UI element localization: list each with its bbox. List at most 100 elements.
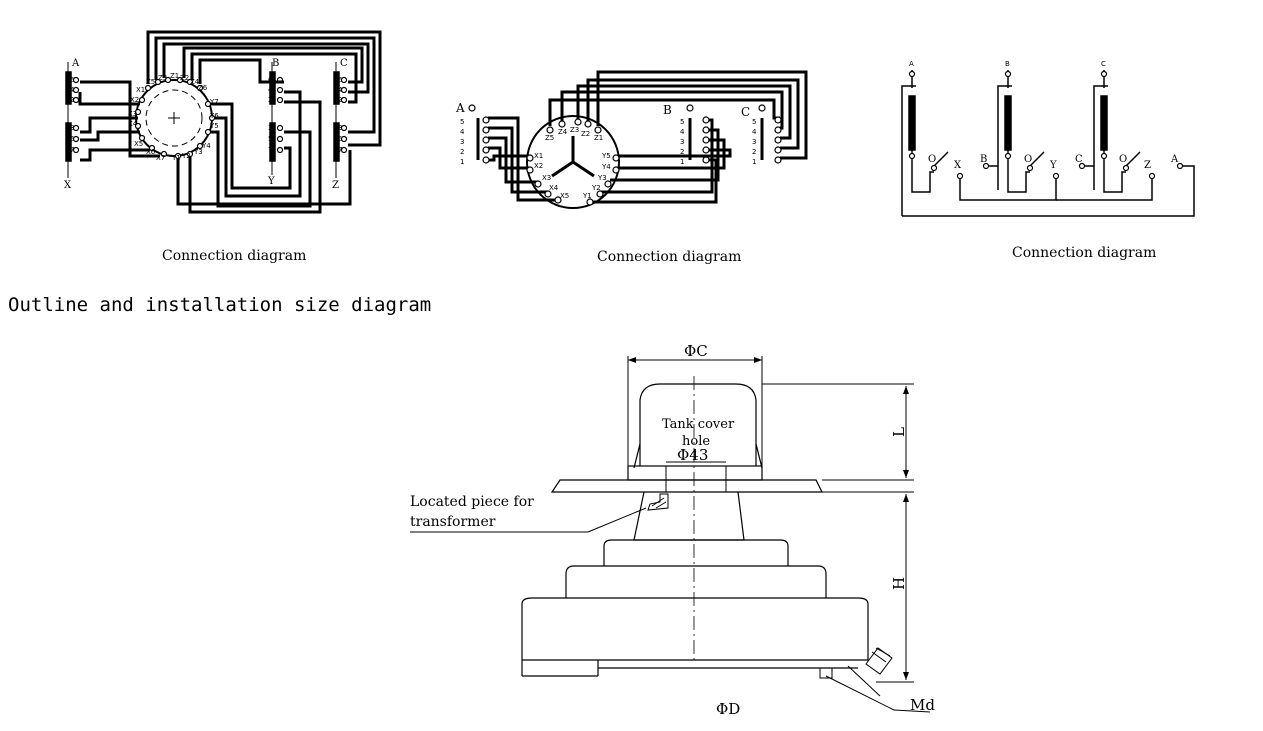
d1-tap-b-7: 7 [268,146,272,154]
d1-tap-a-5: 5 [70,135,74,143]
d1-tap-c-6: 6 [338,76,343,84]
d1-tap-b-3: 3 [268,124,272,132]
d1-ring-x2: X2 [130,96,139,104]
diagram2-caption: Connection diagram [597,249,742,265]
dim-c-label: ΦC [684,342,708,360]
d1-tap-a-3: 3 [70,124,74,132]
dim-l-label: L [890,427,908,437]
d1-ring-z3: Z3 [158,74,167,82]
d1-tap-a-4: 4 [70,86,75,94]
d1-ring-z4: Z4 [190,78,200,86]
d2-tap-c-1: 1 [752,158,756,166]
d3-terminal-c: C [1101,60,1106,68]
d2-tap-b-4: 4 [680,128,685,136]
d2-ring-z5: Z5 [545,134,554,142]
d2-ring-y5: Y5 [601,152,611,160]
d1-ring-y7: Y7 [209,98,219,106]
d1-tap-b-2: 2 [268,96,272,104]
d1-ring-y4: Y4 [201,142,211,150]
d1-ring-labels: Z5 Z3 Z1 Z2 Z4 Z6 Y7 Y6 Y5 Y4 Y3 Y2 Y1 X… [128,72,219,162]
connection-diagram-3 [901,70,1195,217]
d3-switch-o3: O [1119,154,1127,165]
outline-drawing [410,356,931,713]
diagram3-caption: Connection diagram [1012,245,1157,261]
dim-43-label: Φ43 [677,446,708,464]
d2-tap-a-2: 2 [460,148,464,156]
d1-ring-x7: X7 [156,154,165,162]
d2-tap-b-5: 5 [680,118,684,126]
d1-ring-z2: Z2 [180,74,189,82]
d2-terminal-b: B [663,103,672,117]
d2-ring-y2: Y2 [591,184,601,192]
d1-tap-b-6: 6 [268,76,273,84]
d2-tap-c-4: 4 [752,128,757,136]
located-piece-label-1: Located piece for [410,494,534,510]
d2-tap-numbers: 5 4 3 2 1 5 4 3 2 1 5 4 3 2 1 [460,118,757,166]
d2-ring-z2: Z2 [581,130,590,138]
d3-switch-a: A [1170,154,1179,165]
d1-ring-y5: Y5 [209,122,219,130]
d1-terminal-y: Y [267,176,275,187]
diagram1-caption: Connection diagram [162,248,307,264]
d2-tap-b-3: 3 [680,138,684,146]
d1-ring-y6: Y6 [209,112,219,120]
d2-ring-x4: X4 [549,184,559,192]
d1-tap-c-3: 3 [338,124,342,132]
d1-tap-a-2: 2 [70,96,74,104]
d1-tap-numbers: 6 4 2 3 5 7 6 4 2 3 5 7 6 4 2 3 5 7 [70,76,343,154]
d2-tap-a-3: 3 [460,138,464,146]
d2-ring-y1: Y1 [582,192,592,200]
d3-switch-o1: O [928,154,936,165]
dim-md-label: Md [910,696,935,714]
d3-switch-x: X [954,160,962,171]
d3-switch-y: Y [1049,160,1057,171]
d1-ring-x1: X1 [136,86,145,94]
d1-terminal-z: Z [332,180,339,191]
d1-ring-y2: Y2 [181,152,191,160]
d3-switch-z: Z [1144,160,1151,171]
d2-tap-b-2: 2 [680,148,684,156]
d1-ring-y3: Y3 [193,148,203,156]
d1-terminal-c: C [340,58,348,69]
d3-terminal-a: A [909,60,914,68]
d1-tap-b-5: 5 [268,135,272,143]
d1-terminal-b: B [272,58,279,69]
d1-ring-x6: X6 [146,148,156,156]
connection-diagram-1 [65,30,382,214]
d1-terminal-x: X [64,180,72,191]
d3-switch-b: B [980,154,987,165]
d1-ring-y1: Y1 [171,154,181,162]
tank-cover-label-2: hole [682,434,710,449]
connection-diagram-2 [468,70,808,209]
d2-ring-x5: X5 [560,192,569,200]
d2-tap-a-4: 4 [460,128,465,136]
dim-d-label: ΦD [716,700,740,718]
located-piece-label-2: transformer [410,514,496,530]
d1-tap-c-5: 5 [338,135,342,143]
d2-ring-z4: Z4 [558,128,568,136]
d2-ring-x1: X1 [534,152,543,160]
d2-terminal-a: A [455,101,465,115]
d2-ring-y4: Y4 [601,163,611,171]
d2-ring-z1: Z1 [594,134,603,142]
d2-ring-z3: Z3 [570,126,579,134]
d1-ring-x3: X3 [128,110,137,118]
d2-ring-x3: X3 [542,174,551,182]
d1-tap-c-4: 4 [338,86,343,94]
outline-section-title: Outline and installation size diagram [8,294,432,316]
d1-ring-z5: Z5 [146,78,155,86]
d2-tap-c-5: 5 [752,118,756,126]
d1-tap-b-4: 4 [268,86,273,94]
d2-terminal-c: C [741,105,750,119]
d2-ring-x2: X2 [534,162,543,170]
tank-cover-label-1: Tank cover [662,417,735,432]
d2-tap-a-1: 1 [460,158,464,166]
d2-ring-y3: Y3 [597,174,607,182]
dim-h-label: H [890,577,908,590]
d1-ring-z1: Z1 [170,72,179,80]
d1-ring-x4: X4 [128,120,138,128]
d2-ring-labels: Z5 Z4 Z3 Z2 Z1 X1 X2 X3 X4 X5 Y1 Y2 Y3 Y… [534,126,611,200]
d3-switch-c: C [1075,154,1083,165]
d1-tap-a-6: 6 [70,76,75,84]
